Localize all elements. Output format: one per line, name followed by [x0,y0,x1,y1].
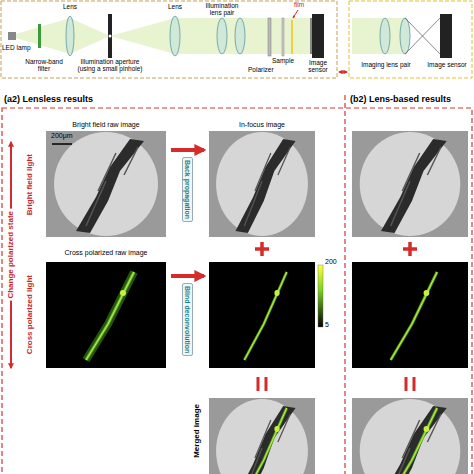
colorbar-value: 5 [325,321,329,329]
image-column: In-focus image [207,120,319,374]
part-label: Narrow-band filter [22,58,66,72]
illustration-shape [8,32,16,40]
illustration-shape [66,16,74,56]
illustration-shape [209,262,315,368]
part-label: Polarizer [248,66,274,73]
node-title: (b2) Lens-based results [350,95,451,105]
illustration-shape [170,16,180,56]
row-label: Bright field light [26,154,35,215]
illustration-shape [352,398,468,474]
illustration-shape [440,14,452,58]
node-title: (a2) Lensless results [4,95,93,105]
node-title: Merged image [193,404,202,458]
image-panel: Cross polarized raw image [44,248,170,374]
illustration-shape [108,14,112,58]
illustration-shape [209,131,315,237]
node-title: Bright field raw image [44,121,168,129]
part-label: Lens [168,3,182,10]
part-label: Illumination lens pair [200,2,244,16]
node-title: Imaging lens pair [353,61,419,68]
result-panel: (b2) Lens-based results [347,94,473,474]
node-title: In-focus image [207,121,317,129]
illustration-shape [235,18,245,54]
illustration-shape [209,398,315,474]
illustration-shape [268,18,271,56]
part-label: LED lamp [2,44,31,51]
illustration-shape [352,18,405,54]
edge-label: Blind deconvolution [182,283,194,356]
part-label: Image sensor [302,59,334,73]
image-panel: Merged image [192,392,317,474]
illustration-shape [52,143,72,145]
imaging-module-box: Imaging lens pair Image sensor [349,1,472,78]
part-label: film [294,1,304,8]
result-panel: (a2) Lensless resultsBright field raw im… [2,94,345,474]
illustration-shape [380,18,390,54]
colorbar-value: 200 [325,258,337,266]
illustration-shape [38,24,41,48]
illustration-shape [400,18,410,54]
illustration-shape [339,71,347,73]
process-arrow [171,148,204,152]
illustration-shape [46,131,166,237]
edge-label: Back propagation [182,157,194,222]
illustration-shape [344,95,345,474]
process-arrow [171,274,204,278]
axis-label: Change polarized state [7,209,16,301]
node-title: Cross polarized raw image [44,249,168,257]
part-label: Sample [272,57,294,64]
node-text: Image sensor [425,61,469,68]
illustration-shape [291,20,293,54]
illustration-shape [282,18,284,56]
part-label: Lens [63,3,77,10]
illustration-shape [293,10,298,18]
illustration-shape [1,1,337,78]
part-label: Illumination aperture (using a small pin… [75,58,145,72]
illustration-shape [258,377,414,391]
illustration-shape [318,265,323,327]
row-label: Cross polarized light [26,275,35,354]
illustration-shape [405,18,440,54]
illustration-shape [255,242,417,256]
illustration-shape [109,35,112,38]
illustration-shape [110,18,318,54]
illustration-shape [349,1,472,78]
illustration-shape [352,262,468,368]
scale-label: 200μm [51,132,73,140]
illustration-shape [310,18,312,54]
illustration-shape [312,14,324,58]
illustration-shape [46,262,166,368]
illustration-shape [352,131,468,237]
illustration-shape [217,18,227,54]
